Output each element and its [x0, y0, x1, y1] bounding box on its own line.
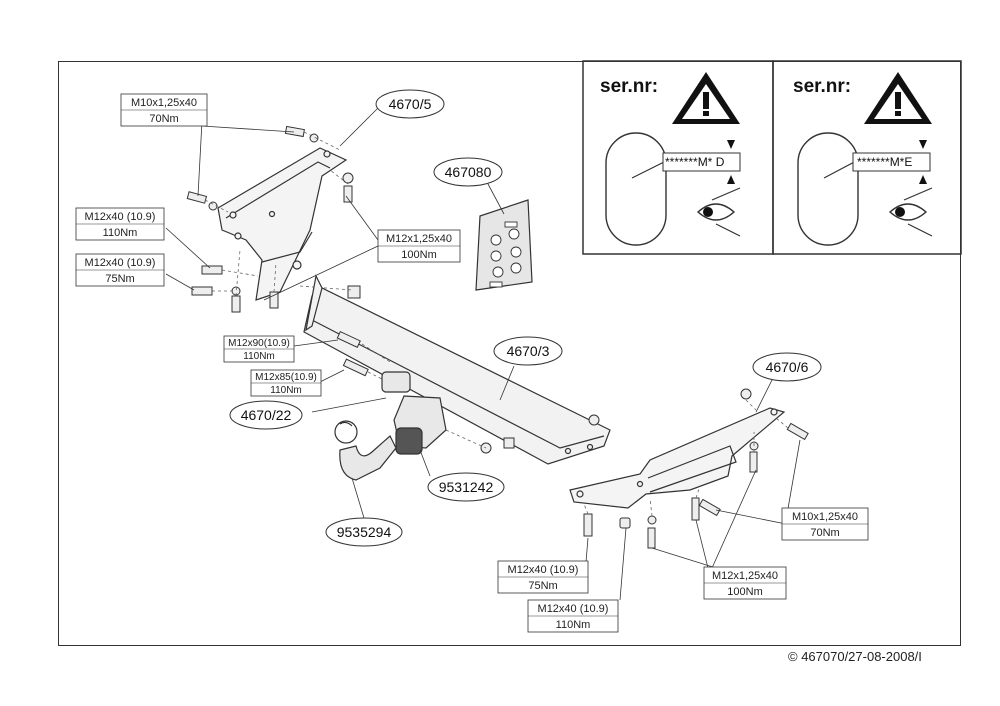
part-number: 9535294	[337, 524, 392, 540]
bolt-size: M12x40 (10.9)	[538, 603, 609, 615]
part-number: 4670/22	[241, 407, 292, 423]
bolt-size: M12x1,25x40	[712, 570, 778, 582]
part-oval-bolt-kit: 467080	[433, 157, 503, 187]
part-oval-clamp: 9531242	[427, 472, 505, 502]
bolt-torque: 110Nm	[556, 619, 591, 631]
spec-box-m10-right: M10x1,25x40 70Nm	[781, 507, 869, 541]
assembly-lines-center	[361, 343, 487, 449]
spec-box-m12x85: M12x85(10.9) 110Nm	[250, 369, 322, 397]
bolt-torque: 110Nm	[103, 227, 138, 239]
serial-title: ser.nr:	[793, 76, 851, 97]
drawing-frame	[58, 61, 961, 646]
bolt-size: M12x90(10.9)	[228, 338, 290, 349]
part-oval-bracket-right: 4670/6	[752, 352, 822, 382]
bolt-torque: 110Nm	[270, 385, 302, 396]
part-oval-ball-holder: 4670/22	[229, 400, 303, 430]
warning-icon	[672, 72, 740, 124]
bolt-size: M12x40 (10.9)	[85, 257, 156, 269]
part-number: 9531242	[439, 479, 494, 495]
eye-icon	[888, 187, 933, 237]
bolt-torque: 110Nm	[243, 351, 275, 362]
spec-box-m12-110-bottom: M12x40 (10.9) 110Nm	[527, 599, 619, 633]
bolt-torque: 70Nm	[810, 527, 839, 539]
bolt-size: M12x1,25x40	[386, 233, 452, 245]
serial-panel-d: ser.nr: *******M* D	[582, 60, 774, 255]
spec-box-m12-75-bottom: M12x40 (10.9) 75Nm	[497, 560, 589, 594]
part-number: 467080	[445, 164, 492, 180]
assembly-lines-left	[204, 131, 353, 297]
eye-icon	[696, 187, 741, 237]
spec-box-m12x90: M12x90(10.9) 110Nm	[223, 335, 295, 363]
part-number: 4670/3	[507, 343, 550, 359]
bolt-kit-drawing	[475, 199, 533, 291]
bolt-torque: 100Nm	[727, 586, 762, 598]
crossbar-drawing	[303, 274, 611, 465]
spec-box-m10-top: M10x1,25x40 70Nm	[120, 93, 208, 127]
bolts-right	[583, 388, 809, 549]
bolt-size: M12x40 (10.9)	[508, 564, 579, 576]
serial-title: ser.nr:	[600, 76, 658, 97]
right-bracket-drawing	[569, 407, 786, 509]
spec-box-m12-fine-left: M12x1,25x40 100Nm	[377, 229, 461, 263]
crossbar-bolts	[336, 330, 600, 454]
assembly-lines-right	[583, 399, 789, 517]
bolt-torque: 70Nm	[149, 113, 178, 125]
bolt-size: M10x1,25x40	[131, 97, 197, 109]
serial-panel-e: ser.nr: *******M*E	[772, 60, 962, 255]
spec-box-m12-110-left: M12x40 (10.9) 110Nm	[75, 207, 165, 241]
warning-icon	[864, 72, 932, 124]
part-number: 4670/5	[389, 96, 432, 112]
leader-lines	[165, 107, 801, 601]
copyright-text: © 467070/27-08-2008/I	[788, 649, 922, 664]
bolt-torque: 75Nm	[528, 580, 557, 592]
bolt-torque: 100Nm	[401, 249, 436, 261]
bolt-torque: 75Nm	[105, 273, 134, 285]
spec-box-m12-75-left: M12x40 (10.9) 75Nm	[75, 253, 165, 287]
spec-box-m12-fine-right: M12x1,25x40 100Nm	[703, 566, 787, 600]
towball-assembly-drawing	[334, 371, 447, 481]
part-oval-towball: 9535294	[325, 517, 403, 547]
bolt-size: M12x85(10.9)	[255, 372, 317, 383]
bolt-size: M12x40 (10.9)	[85, 211, 156, 223]
left-bracket-drawing	[217, 147, 348, 301]
bolt-size: M10x1,25x40	[792, 511, 858, 523]
part-number: 4670/6	[766, 359, 809, 375]
part-oval-crossbar: 4670/3	[493, 336, 563, 366]
part-oval-bracket-left: 4670/5	[375, 89, 445, 119]
serial-code: *******M*E	[857, 155, 912, 169]
serial-code: *******M* D	[665, 155, 725, 169]
